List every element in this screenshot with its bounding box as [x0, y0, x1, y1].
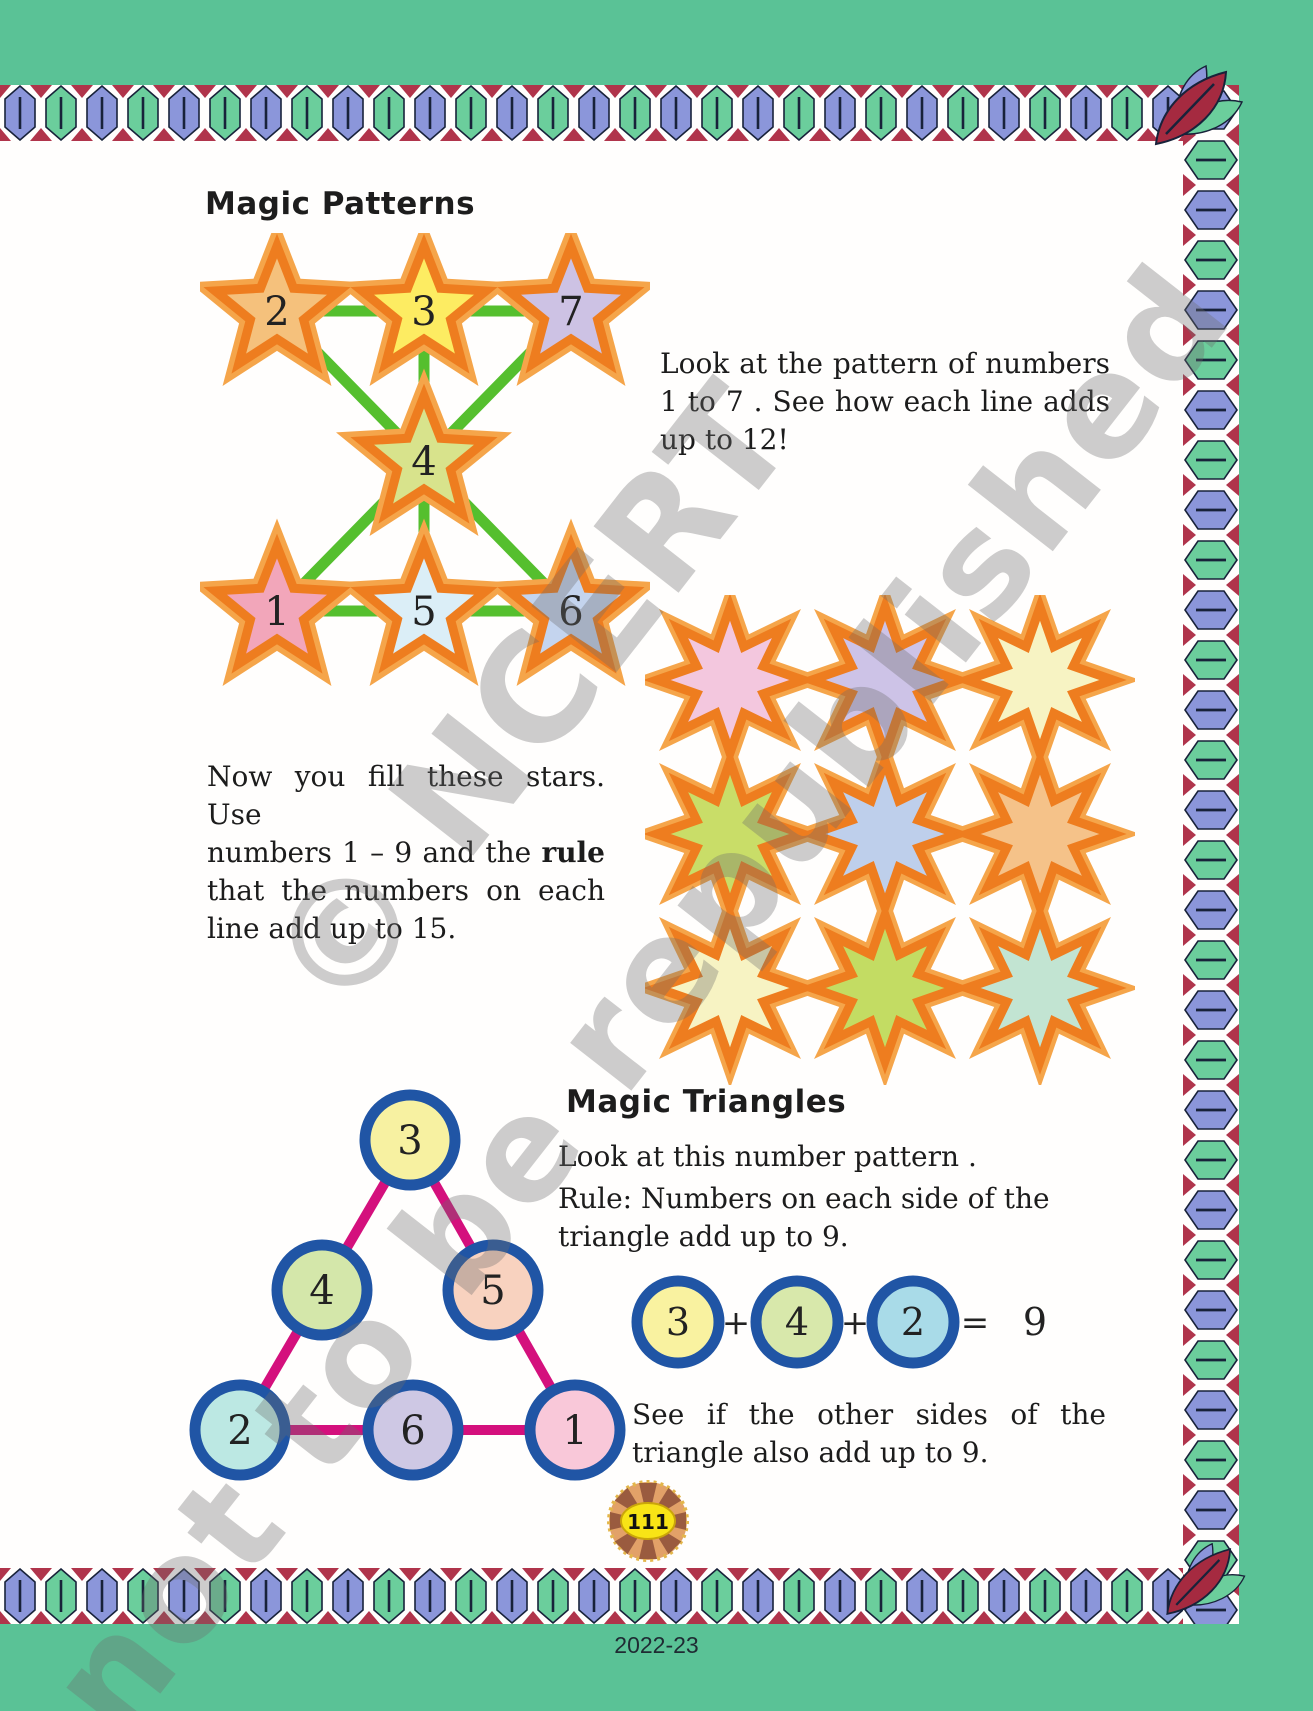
closing-line: See if the other sides of the: [632, 1398, 1106, 1431]
triangle-closing-text: See if the other sides of the triangle a…: [632, 1396, 1106, 1472]
rule-line: triangle add up to 9.: [558, 1220, 849, 1253]
equation-result: 9: [1023, 1300, 1047, 1344]
empty-star: [657, 915, 803, 1061]
fill-stars-task: Now you fill these stars. Use numbers 1 …: [207, 758, 605, 948]
task-line: line add up to 15.: [207, 912, 457, 945]
empty-star: [657, 761, 803, 907]
magic-triangles-rule: Rule: Numbers on each side of the triang…: [558, 1180, 1108, 1256]
closing-line: triangle also add up to 9.: [632, 1436, 989, 1469]
border-right: [1183, 85, 1239, 1624]
intro-line: Look at the pattern of numbers: [660, 347, 1110, 380]
empty-star: [967, 607, 1113, 753]
triangle-side-equation: 3 4 2 + + = 9: [631, 1275, 1047, 1369]
triangle-circle-1: [524, 1379, 626, 1481]
equals-sign: =: [961, 1303, 990, 1343]
page-content-area: [0, 141, 1183, 1568]
triangle-circle-3: [359, 1089, 461, 1191]
magic-patterns-heading: Magic Patterns: [205, 186, 476, 222]
equation-circle-2: [866, 1275, 960, 1369]
empty-star-grid-figure: [645, 595, 1135, 1085]
empty-star: [812, 607, 958, 753]
empty-star: [967, 915, 1113, 1061]
triangle-circle-4: [271, 1239, 373, 1341]
magic-pattern-star-figure: 2 3 7 4 1 5 6: [200, 233, 650, 693]
equation-circle-4: [750, 1275, 844, 1369]
empty-star: [967, 761, 1113, 907]
magic-triangles-heading: Magic Triangles: [566, 1084, 847, 1120]
equation-circle-3: [631, 1275, 725, 1369]
corner-leaf-ornament-top: [1154, 64, 1244, 146]
magic-triangles-intro: Look at this number pattern .: [558, 1140, 977, 1173]
empty-star: [812, 761, 958, 907]
task-line: Now you fill these stars. Use: [207, 760, 605, 831]
task-line: that the numbers on each: [207, 874, 605, 907]
task-line: numbers 1 – 9 and the rule: [207, 836, 605, 869]
plus-sign: +: [841, 1303, 870, 1343]
edition-year-label: 2022-23: [614, 1632, 699, 1658]
corner-leaf-ornament-bottom: [1166, 1542, 1246, 1615]
page-number-badge: 111: [607, 1480, 689, 1562]
triangle-circle-6: [362, 1379, 464, 1481]
triangle-circle-5: [442, 1239, 544, 1341]
plus-sign: +: [722, 1303, 751, 1343]
intro-line: 1 to 7 . See how each line adds: [660, 385, 1110, 418]
rule-bold: rule: [541, 836, 605, 869]
magic-triangle-figure: 3 4 5 2 6 1: [189, 1089, 626, 1481]
triangle-circle-2: [189, 1379, 291, 1481]
empty-star: [657, 607, 803, 753]
empty-star: [812, 915, 958, 1061]
border-bottom: [0, 1568, 1238, 1624]
rule-line: Rule: Numbers on each side of the: [558, 1182, 1050, 1215]
intro-line: up to 12!: [660, 423, 789, 456]
border-top: [0, 85, 1238, 141]
magic-patterns-intro: Look at the pattern of numbers 1 to 7 . …: [660, 345, 1110, 459]
